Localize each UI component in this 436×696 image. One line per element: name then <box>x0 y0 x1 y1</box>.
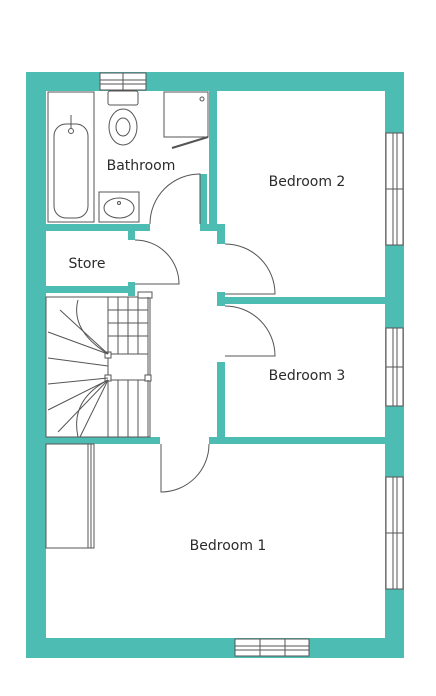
staircase-icon <box>45 291 153 438</box>
toilet-icon <box>107 90 139 146</box>
room-label-bedroom-3: Bedroom 3 <box>269 368 346 384</box>
outer-wall-top <box>26 72 404 91</box>
outer-wall-bottom <box>26 638 404 658</box>
wall-store-jamb-bottom <box>128 282 135 296</box>
door-bedroom-1 <box>160 443 210 493</box>
room-label-store: Store <box>68 256 105 272</box>
window-bathroom-top <box>99 72 147 91</box>
room-label-bedroom-2: Bedroom 2 <box>269 174 346 190</box>
wardrobe-icon <box>45 443 95 549</box>
window-bedroom-2 <box>385 132 404 246</box>
wall-bath-door-jamb <box>200 174 207 231</box>
door-bedroom-2 <box>224 243 276 295</box>
wall-store-bottom <box>46 286 135 293</box>
wall-store-jamb-top <box>128 231 135 240</box>
washbasin-icon <box>98 191 140 223</box>
room-labels: Bathroom Bedroom 2 Store Bedroom 3 Bedro… <box>68 158 345 554</box>
door-bathroom <box>149 173 201 225</box>
window-bedroom-3 <box>385 327 404 407</box>
shower-icon <box>163 91 209 149</box>
bathroom-fixtures <box>47 90 209 223</box>
window-bedroom-1-bottom <box>234 638 310 657</box>
wall-bed3-left <box>217 362 225 444</box>
room-label-bathroom: Bathroom <box>107 158 176 174</box>
windows <box>99 72 404 657</box>
wall-bath-bed2 <box>209 91 217 229</box>
interior-walls <box>46 91 385 444</box>
door-bedroom-3 <box>224 305 276 357</box>
outer-wall-left <box>26 72 46 658</box>
window-bedroom-1-side <box>385 476 404 590</box>
bathtub-icon <box>47 91 95 223</box>
room-label-bedroom-1: Bedroom 1 <box>190 538 267 554</box>
wall-bed2-bottom <box>225 297 385 304</box>
wall-bed2-left <box>217 224 225 244</box>
wall-bed3-bottom <box>209 437 385 444</box>
wall-stair-bottom <box>46 437 160 444</box>
wall-bath-bottom-left <box>46 224 150 231</box>
wall-hall-pillar <box>217 292 225 306</box>
door-store <box>134 239 180 285</box>
wall-bath-bottom-right <box>200 224 217 231</box>
doors <box>134 173 276 493</box>
